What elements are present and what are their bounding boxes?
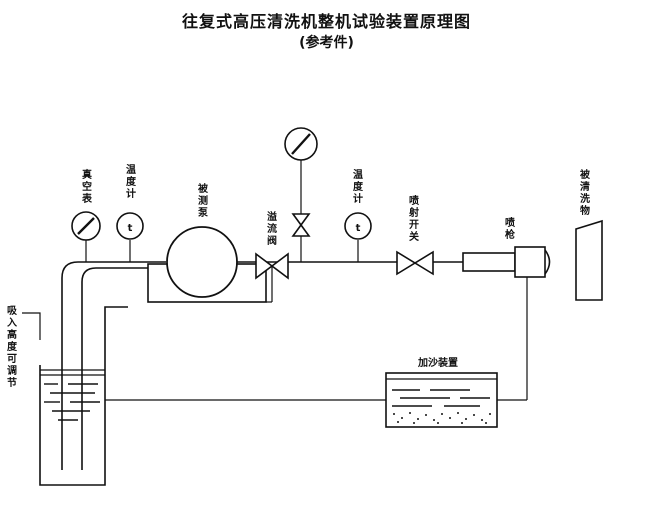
svg-text:洗: 洗 xyxy=(580,192,590,205)
label-sand-device: 加沙装置 xyxy=(417,356,458,369)
label-thermometer-2: 温 度 计 xyxy=(353,168,364,205)
svg-text:清: 清 xyxy=(580,180,590,193)
svg-text:空: 空 xyxy=(82,180,92,193)
label-spray-switch: 喷 射 开 关 xyxy=(408,194,419,243)
svg-text:表: 表 xyxy=(81,192,93,205)
vacuum-gauge xyxy=(71,211,101,262)
thermometer-1-symbol: t xyxy=(128,223,133,234)
main-pipe xyxy=(61,261,166,470)
svg-text:计: 计 xyxy=(126,187,136,200)
svg-text:入: 入 xyxy=(7,317,17,329)
svg-text:被: 被 xyxy=(198,182,209,195)
svg-text:被: 被 xyxy=(580,168,591,181)
svg-text:真: 真 xyxy=(82,168,92,181)
svg-text:度: 度 xyxy=(126,175,137,188)
svg-text:阀: 阀 xyxy=(267,234,277,247)
svg-text:节: 节 xyxy=(7,376,17,389)
thermometer-2-symbol: t xyxy=(356,223,361,234)
svg-text:物: 物 xyxy=(580,204,590,217)
svg-text:吸: 吸 xyxy=(7,305,18,317)
svg-text:射: 射 xyxy=(408,206,419,219)
water-tank xyxy=(39,306,128,486)
svg-text:喷: 喷 xyxy=(409,194,419,207)
spray-gun xyxy=(462,246,551,278)
svg-text:测: 测 xyxy=(198,194,208,207)
svg-text:温: 温 xyxy=(353,168,363,181)
label-relief-valve: 溢 流 阀 xyxy=(267,210,277,247)
svg-text:溢: 溢 xyxy=(267,210,277,223)
svg-text:可: 可 xyxy=(7,353,17,365)
label-suction-height: 吸 入 高 度 可 调 节 xyxy=(7,305,18,389)
label-target: 被 清 洗 物 xyxy=(580,168,591,217)
svg-text:流: 流 xyxy=(267,222,277,235)
svg-text:开: 开 xyxy=(409,219,419,231)
relief-valve xyxy=(255,252,289,303)
sand-dots xyxy=(393,412,491,424)
svg-text:关: 关 xyxy=(409,230,419,243)
spray-switch-valve xyxy=(396,250,434,276)
label-spray-gun: 喷 枪 xyxy=(505,216,515,241)
svg-text:喷: 喷 xyxy=(505,216,515,229)
svg-text:度: 度 xyxy=(7,340,18,353)
diagram-title: 往复式高压清洗机整机试验装置原理图 xyxy=(181,12,471,31)
thermometer-1: t xyxy=(116,212,144,262)
svg-text:度: 度 xyxy=(353,180,364,193)
suction-height-pointer xyxy=(22,312,41,340)
svg-text:温: 温 xyxy=(126,163,136,176)
label-pump: 被 测 泵 xyxy=(198,182,209,219)
label-vacuum-gauge: 真 空 表 xyxy=(81,168,93,205)
svg-text:泵: 泵 xyxy=(198,207,209,219)
sand-device xyxy=(385,277,528,428)
tank-water-waves xyxy=(44,383,100,421)
svg-text:枪: 枪 xyxy=(505,228,515,241)
svg-text:调: 调 xyxy=(7,364,17,377)
diagram-subtitle: (参考件) xyxy=(299,35,354,51)
thermometer-2: t xyxy=(344,212,372,262)
label-thermometer-1: 温 度 计 xyxy=(126,163,137,200)
svg-text:高: 高 xyxy=(7,328,17,341)
svg-text:计: 计 xyxy=(353,192,363,205)
pressure-gauge-branch xyxy=(284,127,318,262)
target-object xyxy=(575,219,603,301)
pump xyxy=(147,226,267,303)
